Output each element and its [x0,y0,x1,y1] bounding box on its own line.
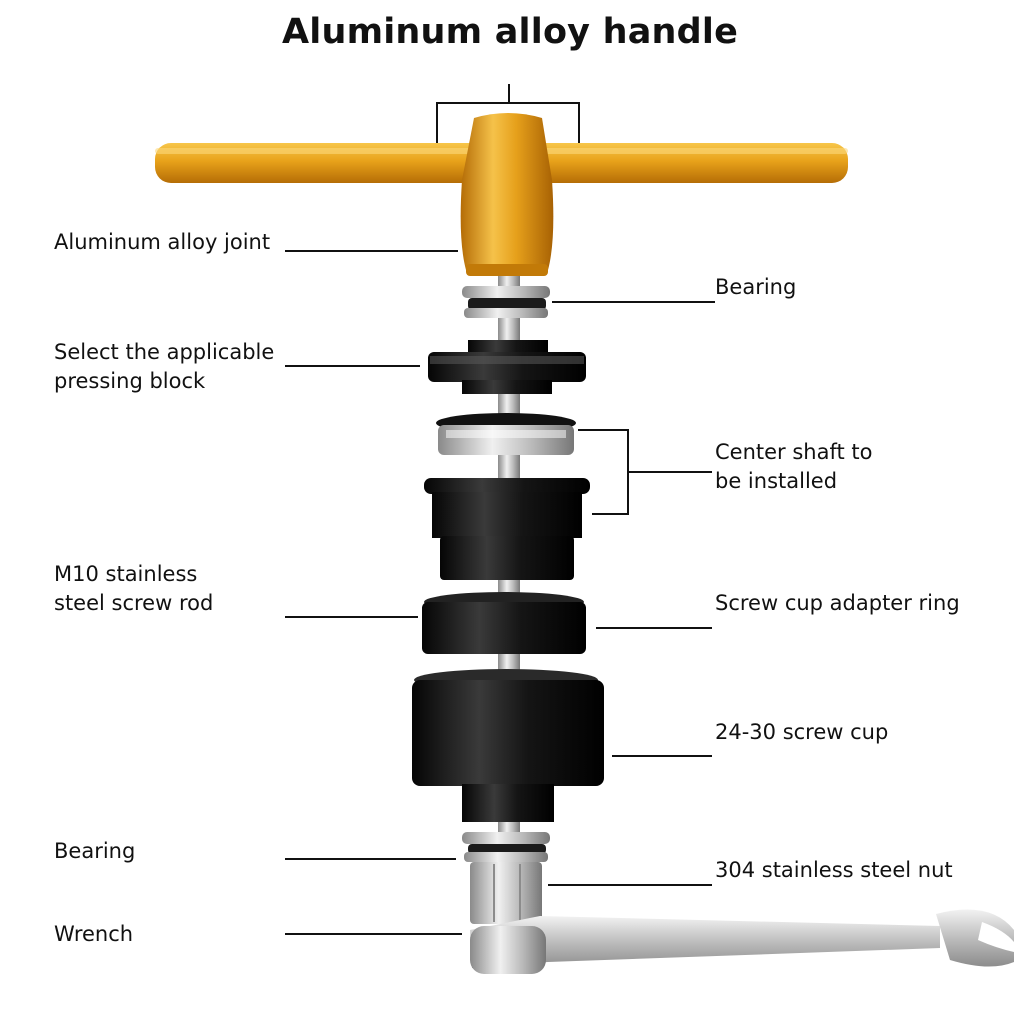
label-center-shaft-line1: Center shaft to [715,440,873,464]
aluminum-joint [460,113,554,276]
label-pressing-block: Select the applicable pressing block [54,338,274,396]
label-screw-cup: 24-30 screw cup [715,720,889,744]
screw-cup [412,669,604,822]
label-screw-rod-line2: steel screw rod [54,591,214,615]
label-center-shaft: Center shaft to be installed [715,438,873,496]
label-pressing-block-line2: pressing block [54,369,206,393]
label-pressing-block-line1: Select the applicable [54,340,275,364]
label-screw-rod: M10 stainless steel screw rod [54,560,213,618]
shaft-bearing [436,413,576,455]
adapter-ring [422,592,586,654]
label-bearing-top: Bearing [715,275,797,299]
label-screw-rod-line1: M10 stainless [54,562,198,586]
label-aluminum-joint: Aluminum alloy joint [54,230,271,254]
center-shaft-bracket [578,429,712,515]
label-center-shaft-line2: be installed [715,469,838,493]
pressing-block [428,340,586,394]
handle-bracket [436,84,580,146]
label-wrench: Wrench [54,922,134,946]
label-adapter-ring: Screw cup adapter ring [715,591,960,615]
leader-lines [285,250,715,935]
label-nut: 304 stainless steel nut [715,858,953,882]
stainless-nut [470,862,542,924]
wrench [470,909,1014,974]
label-bearing-bottom: Bearing [54,839,136,863]
bottom-bearing [462,832,550,862]
top-bearing [462,286,550,318]
page-title: Aluminum alloy handle [281,12,739,52]
center-shaft-cup [424,478,590,580]
